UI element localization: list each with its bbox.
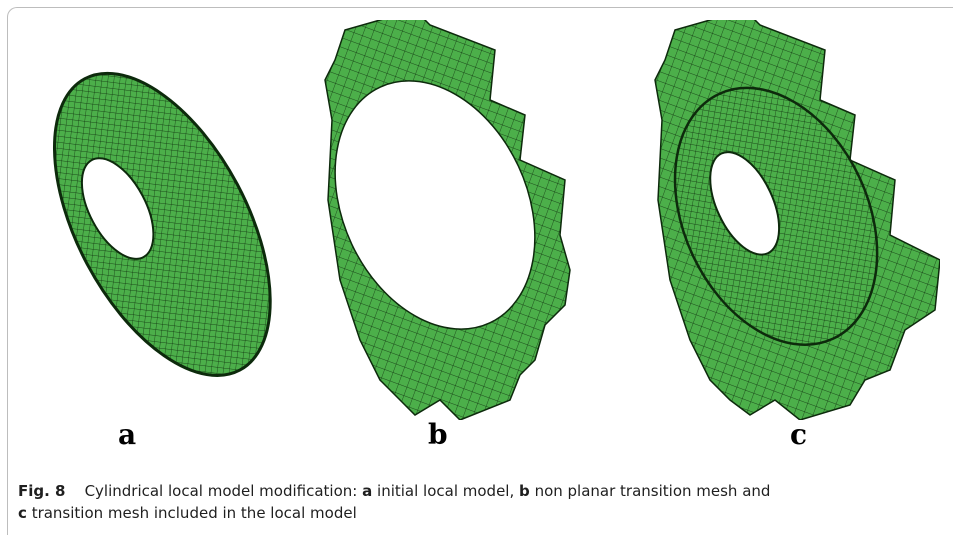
panel-c-label: c: [790, 418, 808, 451]
panel-c-figure: [650, 20, 940, 420]
figure-frame: [7, 7, 953, 535]
panel-a-figure: [40, 20, 280, 420]
caption-part-a: initial local model,: [377, 482, 515, 500]
caption-intro: Cylindrical local model modification:: [84, 482, 358, 500]
caption-part-c: transition mesh included in the local mo…: [31, 504, 357, 522]
panel-b-figure: [320, 20, 590, 420]
annular-mesh-image: [52, 71, 272, 377]
caption-part-b: non planar transition mesh and: [534, 482, 771, 500]
panel-b-label: b: [428, 418, 448, 451]
figure-number: Fig. 8: [18, 482, 66, 500]
combined-mesh-image: [654, 20, 940, 420]
panel-a-label: a: [118, 418, 137, 451]
transition-mesh-image: [324, 20, 571, 420]
caption-letter-b: b: [519, 482, 530, 500]
caption-letter-c: c: [18, 504, 27, 522]
caption-letter-a: a: [362, 482, 373, 500]
figure-caption: Fig. 8 Cylindrical local model modificat…: [18, 480, 938, 524]
